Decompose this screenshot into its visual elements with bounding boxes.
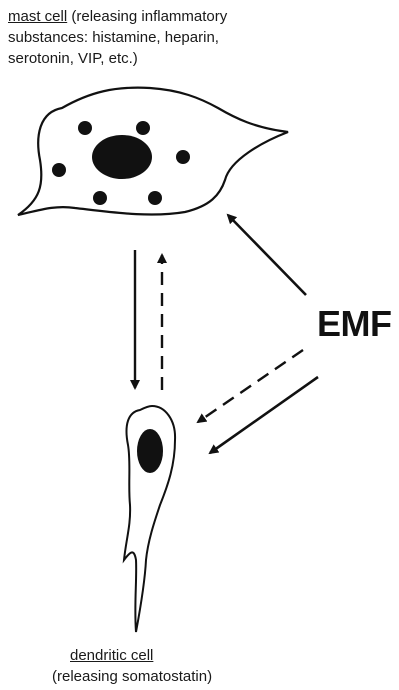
emf-label: EMF — [317, 303, 392, 345]
dendritic-cell-description: (releasing somatostatin) — [52, 668, 212, 685]
mast-cell-granule — [93, 191, 107, 205]
dendritic-cell-nucleus — [137, 429, 163, 473]
dendritic-cell — [124, 406, 175, 632]
emf-to-dendritic-arrow — [210, 377, 318, 453]
mast-cell — [18, 88, 288, 215]
mast-cell-granule — [176, 150, 190, 164]
mast-cell-granule — [148, 191, 162, 205]
dendritic-cell-label: dendritic cell (releasing somatostatin) — [52, 645, 212, 687]
emf-to-mast-arrow — [228, 215, 306, 295]
mast-cell-nucleus — [92, 135, 152, 179]
emf-to-dendritic-dashed-arrow — [198, 350, 303, 422]
dendritic-cell-name: dendritic cell — [70, 647, 153, 664]
mast-cell-granule — [52, 163, 66, 177]
mast-cell-granule — [136, 121, 150, 135]
mast-cell-granule — [78, 121, 92, 135]
